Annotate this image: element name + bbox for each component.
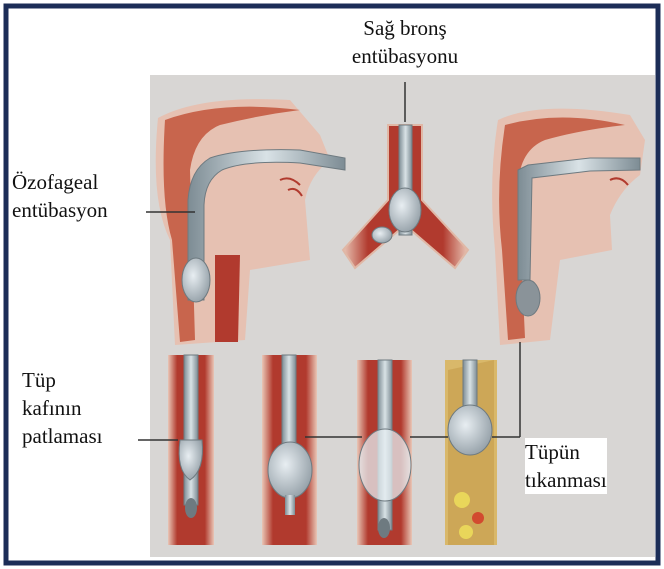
esophageal-label-line1: Özofageal xyxy=(12,168,108,196)
cuff-rupture-label: Tüp kafının patlaması xyxy=(22,366,102,450)
esophageal-label-line2: entübasyon xyxy=(12,196,108,224)
cuff-rupture-label-line2: kafının xyxy=(22,394,102,422)
tube-obstruction-label: Tüpün tıkanması xyxy=(525,438,607,494)
esophageal-label: Özofageal entübasyon xyxy=(12,168,108,224)
tube-obstruction-label-line2: tıkanması xyxy=(525,466,607,494)
cuff-rupture-label-line1: Tüp xyxy=(22,366,102,394)
right-bronchus-label-line2: entübasyonu xyxy=(335,42,475,70)
cuff-rupture-panel xyxy=(168,355,214,545)
tube-obstruction-panel xyxy=(445,360,497,545)
tube-panel-2 xyxy=(262,355,317,545)
right-bronchus-label-line1: Sağ bronş xyxy=(335,14,475,42)
tube-panel-3 xyxy=(357,360,412,545)
right-bronchus-label: Sağ bronş entübasyonu xyxy=(335,14,475,70)
cuff-rupture-label-line3: patlaması xyxy=(22,422,102,450)
tube-obstruction-label-line1: Tüpün xyxy=(525,438,607,466)
